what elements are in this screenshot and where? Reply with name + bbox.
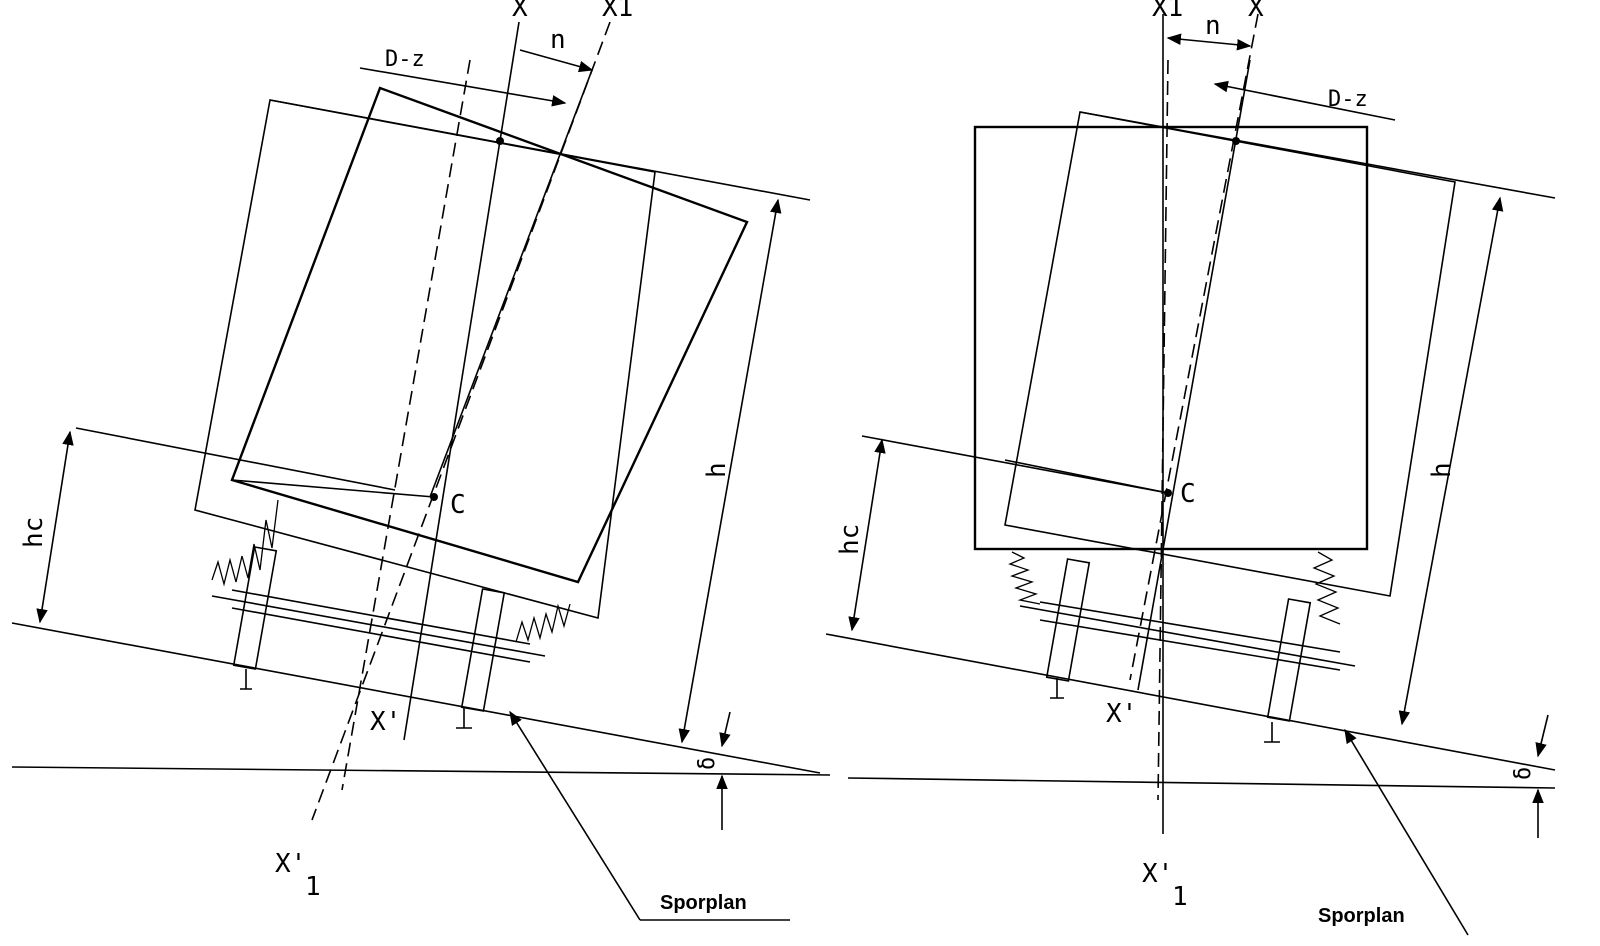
left-spring-left bbox=[211, 499, 279, 587]
left-label-x1-top: X1 bbox=[602, 0, 633, 23]
left-rail-right bbox=[456, 708, 472, 729]
right-label-delta: δ bbox=[1511, 767, 1536, 780]
right-horizontal-line bbox=[847, 777, 1556, 789]
left-axle-bottom bbox=[231, 607, 531, 663]
right-wheel-right bbox=[1266, 598, 1312, 722]
left-axis-x1 bbox=[311, 21, 611, 821]
right-label-h: h bbox=[1427, 462, 1457, 478]
left-wheel-right bbox=[460, 588, 506, 712]
right-caption-leader bbox=[1344, 728, 1469, 936]
left-c-line bbox=[231, 479, 435, 498]
left-label-n: n bbox=[550, 25, 566, 55]
right-label-hc: hc bbox=[835, 524, 865, 555]
left-axle-center bbox=[211, 595, 546, 657]
left-spring-right bbox=[515, 603, 571, 643]
right-n-dimension bbox=[1166, 33, 1252, 51]
left-rail-left bbox=[240, 669, 252, 690]
left-label-h: h bbox=[702, 462, 732, 478]
right-wheelset bbox=[1019, 558, 1356, 743]
left-axis-x-dashed bbox=[341, 59, 471, 791]
left-caption-leader bbox=[509, 710, 641, 921]
left-hc-reference-line bbox=[75, 427, 396, 491]
left-top-point bbox=[496, 137, 504, 145]
left-label-hc: hc bbox=[19, 517, 49, 548]
left-delta-arrow-up bbox=[719, 711, 731, 748]
left-label-delta: δ bbox=[695, 757, 720, 770]
right-label-x1-prime-sub: 1 bbox=[1172, 882, 1188, 912]
right-point-c bbox=[1164, 489, 1172, 497]
left-axle-top bbox=[231, 589, 531, 645]
right-axis-x1-dashed bbox=[1157, 59, 1169, 801]
right-label-n: n bbox=[1205, 11, 1221, 41]
left-label-x-prime: X' bbox=[370, 707, 401, 737]
right-hc-dimension bbox=[848, 438, 886, 632]
right-axle-center bbox=[1019, 605, 1356, 667]
right-top-point bbox=[1232, 137, 1240, 145]
left-dz-dimension bbox=[359, 67, 567, 107]
left-hc-dimension bbox=[36, 430, 74, 624]
right-label-x1-prime: X' bbox=[1142, 859, 1173, 889]
right-car-body-upright bbox=[973, 125, 1369, 551]
right-spring-left bbox=[1008, 551, 1041, 605]
right-delta-arrow-up bbox=[1535, 714, 1549, 758]
right-axis-x-dashed bbox=[1129, 13, 1259, 681]
right-label-dz: D-z bbox=[1328, 87, 1368, 112]
right-wheel-left bbox=[1045, 558, 1091, 682]
left-horizontal-line bbox=[11, 766, 831, 776]
right-rail-left bbox=[1050, 678, 1064, 699]
left-figure: X X1 n D-z C h hc X' X' 1 δ Sporplan bbox=[11, 0, 831, 921]
right-axle-top bbox=[1039, 601, 1341, 653]
left-track-plane bbox=[11, 622, 821, 774]
right-rail-right bbox=[1264, 722, 1280, 743]
left-label-dz: D-z bbox=[385, 47, 425, 72]
left-car-body-untilted bbox=[194, 99, 656, 620]
left-label-c: C bbox=[450, 490, 466, 520]
left-point-c bbox=[430, 493, 438, 501]
left-axis-x1-solid bbox=[429, 69, 593, 498]
left-h-dimension bbox=[678, 198, 782, 744]
right-hc-reference-line bbox=[861, 435, 1169, 494]
right-spring-right bbox=[1312, 551, 1341, 625]
left-n-dimension bbox=[519, 49, 594, 73]
right-h-dimension bbox=[1398, 196, 1504, 726]
left-caption: Sporplan bbox=[660, 892, 747, 914]
right-axis-x-solid bbox=[1137, 59, 1251, 691]
left-car-body-tilted bbox=[230, 86, 749, 584]
left-wheel-left bbox=[232, 546, 278, 670]
right-label-c: C bbox=[1180, 479, 1196, 509]
right-figure: X1 X n D-z C h hc X' X' 1 δ Sporplan bbox=[825, 0, 1556, 936]
left-label-x1-prime: X' bbox=[275, 849, 306, 879]
right-caption: Sporplan bbox=[1318, 905, 1405, 927]
left-wheelset bbox=[211, 546, 546, 729]
right-c-line bbox=[1004, 459, 1169, 494]
right-label-x-prime: X' bbox=[1106, 699, 1137, 729]
right-axle-bottom bbox=[1039, 619, 1341, 671]
right-label-x-top: X bbox=[1248, 0, 1264, 23]
right-dz-dimension bbox=[1213, 80, 1396, 121]
left-label-x-top: X bbox=[512, 0, 528, 23]
left-label-x1-prime-sub: 1 bbox=[305, 872, 321, 902]
right-track-plane bbox=[825, 633, 1556, 771]
right-car-body-tilted bbox=[1004, 111, 1456, 597]
right-label-x1-top: X1 bbox=[1152, 0, 1183, 23]
